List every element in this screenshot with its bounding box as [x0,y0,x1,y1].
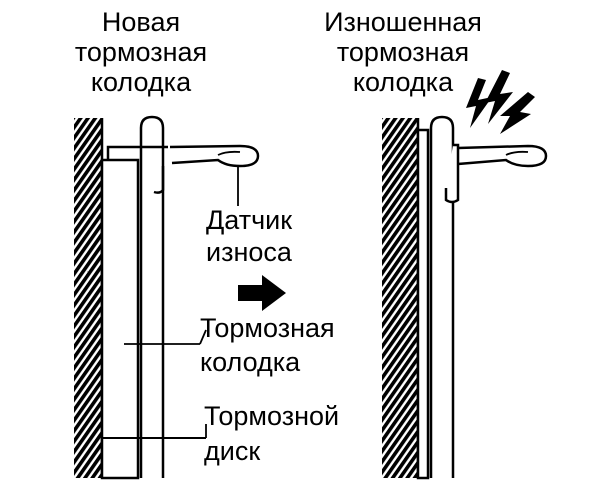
left-title-line-1: Новая [101,7,181,37]
right-title-line-1: Изношенная [324,7,482,37]
disc-label-line-1: Тормозной [204,401,340,431]
left-title-line-2: тормозная [74,37,208,67]
right-title-line-2: тормозная [336,37,470,67]
new-pad-assembly [74,115,260,480]
pad-label-line-1: Тормозная [200,313,335,343]
pad-label-line-2: колодка [200,347,301,377]
wear-sensor-right [444,143,548,204]
left-title-line-3: колодка [90,67,192,97]
sensor-label-line-2: износа [206,237,292,267]
disc-label-line-2: диск [204,436,261,466]
brake-pad-worn [416,128,430,480]
caliper-wall-left [74,118,102,478]
wear-sensor-left [106,144,260,206]
brake-pad-new [100,158,140,480]
sensor-label-line-1: Датчик [206,205,293,235]
right-arrow-icon [238,275,286,311]
brake-disc-left [139,115,165,478]
worn-pad-assembly [382,70,548,480]
brake-disc-right [429,115,455,478]
lightning-icon [466,70,535,134]
caliper-wall-right [382,118,418,478]
right-title-line-3: колодка [352,67,454,97]
